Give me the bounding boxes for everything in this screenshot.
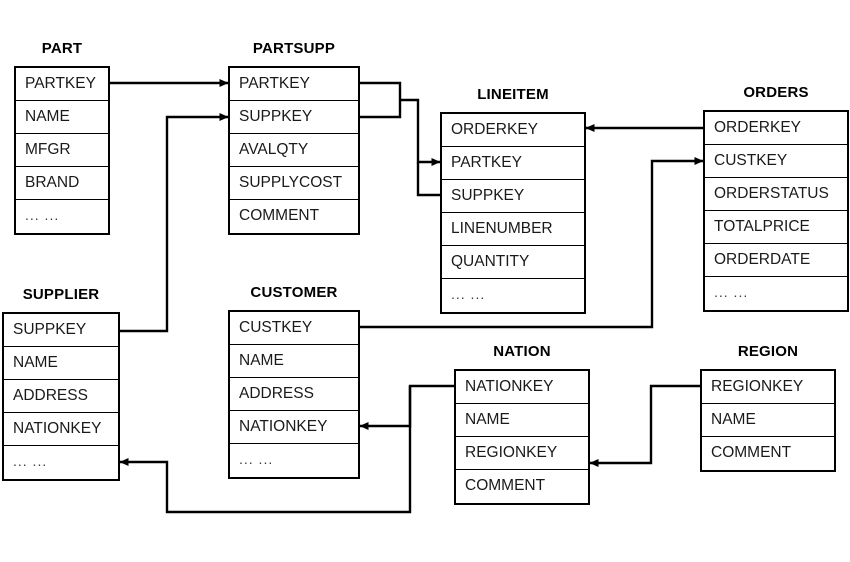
field-row[interactable]: ADDRESS [4,380,118,413]
entity-title-supplier: SUPPLIER [22,286,100,303]
entity-title-nation: NATION [493,343,551,360]
entity-title-lineitem: LINEITEM [477,86,549,103]
field-row[interactable]: ORDERDATE [705,244,847,277]
field-row[interactable]: AVALQTY [230,134,358,167]
field-row[interactable]: REGIONKEY [702,371,834,404]
entity-title-customer: CUSTOMER [250,284,338,301]
relationship-supplier-to-partsupp [120,113,229,333]
field-row[interactable]: REGIONKEY [456,437,588,470]
field-row[interactable]: SUPPLYCOST [230,167,358,200]
field-row[interactable]: ... ... [239,451,274,467]
field-row[interactable]: QUANTITY [442,246,584,279]
relationship-partsupp-partkey-stub [360,81,402,119]
field-row[interactable]: BRAND [16,167,108,200]
entity-title-orders: ORDERS [743,84,809,101]
field-row[interactable]: LINENUMBER [442,213,584,246]
field-row[interactable]: NAME [4,347,118,380]
field-row[interactable]: ORDERKEY [705,112,847,145]
field-row[interactable]: NATIONKEY [4,413,118,446]
field-row[interactable]: CUSTKEY [705,145,847,178]
field-row[interactable]: ORDERSTATUS [705,178,847,211]
field-row[interactable]: ... ... [13,453,48,469]
relationship-nation-to-customer [359,384,454,430]
field-row[interactable]: COMMENT [465,477,546,494]
field-row[interactable]: PARTKEY [230,68,358,101]
field-row[interactable]: NAME [230,345,358,378]
field-row[interactable]: ORDERKEY [442,114,584,147]
field-row[interactable]: COMMENT [711,444,792,461]
field-row[interactable]: PARTKEY [16,68,108,101]
field-row[interactable]: ADDRESS [230,378,358,411]
field-row[interactable]: NAME [702,404,834,437]
field-row[interactable]: ... ... [451,286,486,302]
field-row[interactable]: PARTKEY [442,147,584,180]
field-row[interactable]: ... ... [714,284,749,300]
relationship-region-to-nation [589,384,700,467]
field-row[interactable]: NAME [456,404,588,437]
entity-title-partsupp: PARTSUPP [252,40,336,57]
field-row[interactable]: MFGR [16,134,108,167]
entity-title-region: REGION [737,343,799,360]
entity-title-part: PART [41,40,83,57]
field-row[interactable]: CUSTKEY [230,312,358,345]
relationship-partsupp-to-lineitem-partkey [400,98,441,166]
relationship-partsupp-to-lineitem-suppkey [416,162,440,197]
field-row[interactable]: SUPPKEY [442,180,584,213]
field-row[interactable]: NAME [16,101,108,134]
relationship-lines [110,79,704,514]
field-row[interactable]: ... ... [25,207,60,223]
field-row[interactable]: TOTALPRICE [705,211,847,244]
field-row[interactable]: SUPPKEY [4,314,118,347]
field-row[interactable]: COMMENT [239,207,320,224]
field-row[interactable]: SUPPKEY [230,101,358,134]
field-row[interactable]: NATIONKEY [230,411,358,444]
field-row[interactable]: NATIONKEY [456,371,588,404]
